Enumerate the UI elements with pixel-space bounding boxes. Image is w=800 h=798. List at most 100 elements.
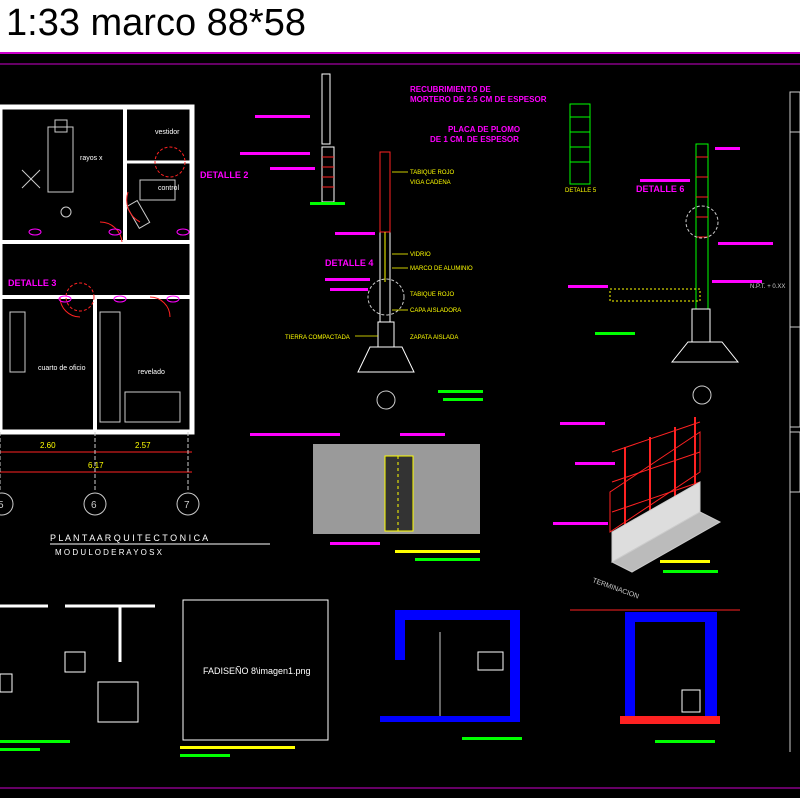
footing [357, 346, 415, 373]
ceiling-tag [113, 295, 127, 303]
callout [250, 433, 340, 436]
callout [712, 280, 762, 283]
duct-section-right[interactable] [570, 609, 740, 743]
placeholder-text: FADISEÑO 8\imagen1.png [203, 666, 311, 676]
equipment [0, 673, 13, 693]
callout [180, 746, 295, 749]
plan-subcaption: M O D U L O D E R A Y O S X [55, 548, 163, 557]
control-desk [139, 179, 176, 201]
title-block-cell [789, 91, 800, 133]
callout [655, 740, 715, 743]
axis-label: 6 [91, 500, 97, 511]
floor-plan[interactable]: rayos x vestidor control cuarto de ofici… [0, 104, 270, 557]
detail-circle[interactable] [65, 282, 95, 312]
cad-drawing[interactable]: rayos x vestidor control cuarto de ofici… [0, 52, 800, 798]
equipment [477, 651, 504, 671]
door-swing [59, 296, 81, 318]
duct-side [510, 610, 520, 720]
callout [325, 278, 370, 281]
title-bar: 1:33 marco 88*58 [0, 0, 800, 54]
plan-caption: P L A N T A A R Q U I T E C T O N I C A [50, 533, 208, 543]
detail-6-section[interactable]: DETALLE 6 N.P.T. + 0.XX [568, 143, 785, 405]
drawing-title: 1:33 marco 88*58 [6, 2, 306, 44]
note: TABIQUE ROJO [410, 170, 455, 176]
room-label: vestidor [155, 129, 180, 136]
axis-bubble [176, 492, 200, 516]
detail-circle[interactable] [154, 146, 186, 178]
callout [462, 737, 522, 740]
callout [310, 202, 345, 205]
detail-circle[interactable] [685, 205, 719, 239]
cabinet [99, 311, 121, 423]
ceiling-tag [28, 228, 42, 236]
cabinet [9, 311, 26, 373]
detail-tag[interactable]: DETALLE 3 [8, 278, 56, 288]
callout [330, 542, 380, 545]
room-label: control [158, 185, 179, 192]
floor-slab [620, 716, 720, 724]
equipment-symbol [21, 169, 41, 189]
note: MORTERO DE 2.5 CM DE ESPESOR [410, 95, 547, 104]
callout [335, 232, 375, 235]
door-swing [99, 221, 123, 243]
column-section [384, 455, 414, 532]
detail-4-section[interactable]: DETALLE 4 TABIQUE ROJO VIGA CADENA VIDRI… [285, 151, 483, 410]
detail-label[interactable]: DETALLE 4 [325, 258, 373, 268]
detail-tag[interactable]: DETALLE 2 [200, 170, 248, 180]
title-block-cell [789, 431, 800, 493]
column [321, 73, 331, 145]
detail-5-plate[interactable]: RECUBRIMIENTO DE MORTERO DE 2.5 CM DE ES… [410, 85, 597, 194]
counter [124, 391, 181, 423]
callout [400, 433, 445, 436]
callout [270, 167, 315, 170]
callout [438, 390, 483, 393]
image-placeholder[interactable]: FADISEÑO 8\imagen1.png [180, 599, 329, 757]
xray-tube [54, 119, 68, 133]
duct-side [625, 612, 635, 722]
isometric-wall[interactable]: TERMINACION [553, 417, 722, 601]
detail-column-small[interactable] [240, 73, 345, 205]
stool [60, 206, 72, 218]
callout [560, 422, 605, 425]
equipment [681, 689, 701, 713]
callout [415, 558, 480, 561]
callout [395, 550, 480, 553]
wall [695, 143, 709, 310]
callout [0, 748, 40, 751]
detail-circle[interactable] [367, 278, 405, 316]
ceiling-tag [108, 228, 122, 236]
ceiling-tag [58, 295, 72, 303]
callout [180, 754, 230, 757]
callout [443, 398, 483, 401]
axis-bubble [83, 492, 107, 516]
axis-label: 7 [184, 500, 190, 511]
dimension-text: 2.60 [40, 441, 56, 450]
door-swing [149, 296, 171, 318]
xray-table [47, 126, 74, 193]
level-mark: N.P.T. + 0.XX [750, 284, 785, 290]
axis-bubble [692, 385, 712, 405]
note: MARCO DE ALUMINIO [410, 266, 473, 272]
duct-section-left[interactable] [380, 610, 522, 740]
placeholder-frame [182, 599, 329, 741]
note: VIGA CADENA [410, 180, 451, 186]
callout [718, 242, 773, 245]
callout [575, 462, 615, 465]
callout [553, 522, 608, 525]
axis-bubble [376, 390, 396, 410]
footing [670, 341, 740, 363]
callout [595, 332, 635, 335]
note: RECUBRIMIENTO DE [410, 85, 491, 94]
wall-texture-detail[interactable] [250, 433, 480, 561]
duct-side [395, 610, 405, 660]
detail-label[interactable]: DETALLE 6 [636, 184, 684, 194]
door-swing [126, 191, 141, 223]
equipment-details[interactable] [0, 604, 155, 751]
callout [663, 570, 718, 573]
duct-top [625, 612, 717, 622]
detail-label[interactable]: DETALLE 5 [565, 188, 597, 194]
callout [568, 285, 608, 288]
note: DE 1 CM. DE ESPESOR [430, 135, 519, 144]
xray-arm [64, 651, 86, 673]
iso-tag: TERMINACION [591, 577, 639, 600]
